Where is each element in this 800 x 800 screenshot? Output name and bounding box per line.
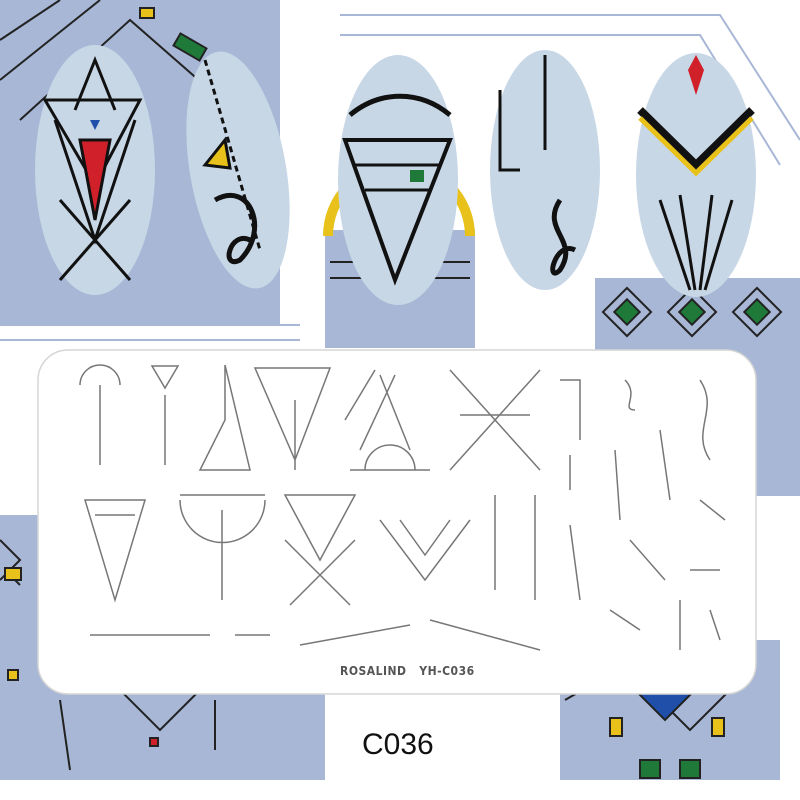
nail-3: [338, 55, 458, 305]
faint-lines: [0, 14, 800, 341]
plate-brand: ROSALIND: [340, 664, 407, 678]
nail-1: [35, 45, 155, 295]
stamping-plate: [37, 349, 757, 695]
plate-model: YH-C036: [419, 664, 475, 678]
plate-brand-label: ROSALIND YH-C036: [340, 664, 475, 678]
nail-4: [490, 50, 600, 290]
product-code: C036: [362, 728, 434, 761]
nail-5: [636, 53, 756, 297]
nail-2: [186, 51, 290, 289]
